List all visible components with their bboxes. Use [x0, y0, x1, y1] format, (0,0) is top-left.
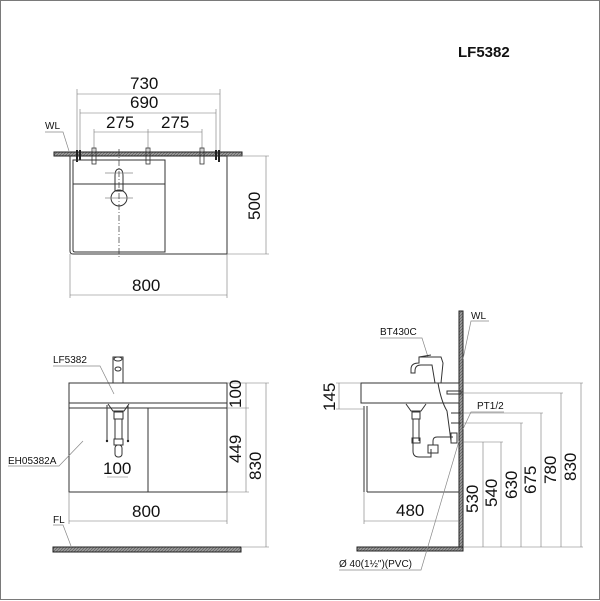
drain-pipe-leader: [339, 440, 460, 571]
trap-arm: [432, 436, 453, 445]
dim-275-left: 275: [106, 113, 134, 132]
wall-top-view: [53, 151, 243, 157]
dim-500: 500: [245, 192, 264, 220]
faucet-leader: [380, 337, 429, 358]
p-trap: [412, 449, 432, 458]
wall-label-side: WL: [471, 311, 486, 322]
supply-hose: [437, 382, 452, 442]
dim-800-top: 800: [132, 276, 160, 295]
floor-label: FL: [53, 515, 65, 526]
basin-outline: [72, 159, 166, 253]
drain-front: [107, 403, 130, 412]
supply-leader: [462, 411, 504, 430]
height-dimensions: 530 540 630 675 780 830: [463, 382, 583, 548]
dim-540: 540: [482, 479, 501, 507]
mounting-bolts: [76, 147, 220, 165]
faucet-label: BT430C: [380, 327, 417, 338]
model-title: LF5382: [458, 44, 510, 61]
dim-530: 530: [463, 485, 482, 513]
supply-pipe-top: [446, 390, 462, 395]
wall-leader: [45, 131, 70, 152]
basin-slab: [68, 382, 228, 404]
cabinet-leader: [8, 440, 84, 467]
basin-label: LF5382: [53, 355, 87, 366]
drain-side: [405, 403, 427, 412]
dim-100-basin: 100: [226, 380, 245, 408]
floor: [52, 546, 242, 553]
dim-449: 449: [226, 435, 245, 463]
dim-800-front: 800: [132, 502, 160, 521]
dim-630: 630: [502, 471, 521, 499]
wall-label-top: WL: [45, 121, 60, 132]
dim-690: 690: [130, 93, 158, 112]
wall-side-leader: [462, 320, 489, 360]
dim-830-front: 830: [246, 452, 265, 480]
cabinet-label: EH05382A: [8, 456, 57, 467]
top-view: 730 690 275 275 WL: [45, 74, 269, 298]
drain-pipe-label: Ø 40(1½")(PVC): [339, 559, 412, 570]
floor-side-view: [356, 546, 464, 552]
side-view: WL BT430C PT1/2 145: [320, 310, 583, 571]
front-view: LF5382 100 EH05382A 100: [8, 355, 269, 553]
faucet-top: [114, 168, 124, 192]
basin-leader: [53, 365, 115, 395]
dim-275-right: 275: [161, 113, 189, 132]
dim-730: 730: [130, 74, 158, 93]
wall-side-view: [458, 310, 464, 552]
supply-label: PT1/2: [477, 401, 504, 412]
dim-675: 675: [521, 466, 540, 494]
floor-leader: [53, 524, 72, 547]
wall-flange: [450, 432, 458, 444]
dim-145: 145: [320, 383, 339, 411]
faucet-side: [410, 356, 444, 384]
dim-100-drain: 100: [103, 459, 131, 478]
dim-830-side: 830: [561, 453, 580, 481]
dim-480: 480: [396, 501, 424, 520]
basin-side: [360, 382, 460, 404]
dim-780: 780: [541, 456, 560, 484]
countertop-outline: [69, 156, 228, 255]
